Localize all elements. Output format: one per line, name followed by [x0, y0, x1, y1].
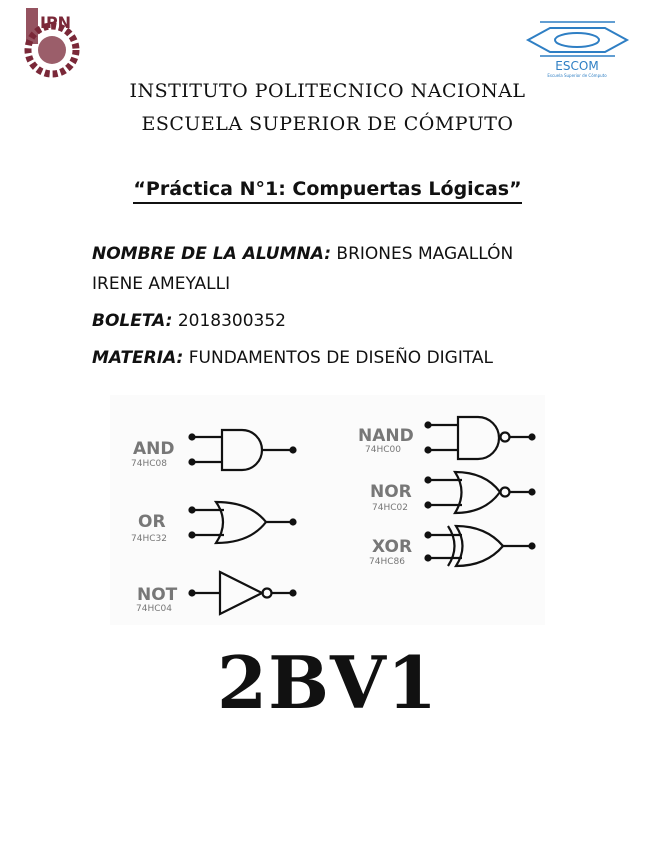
- subject-field: MATERIA: FUNDAMENTOS DE DISEÑO DIGITAL: [92, 348, 494, 368]
- gate-chip: 74HC00: [365, 445, 401, 455]
- gate-label: NOR: [370, 482, 412, 502]
- xor-gate-symbol: [424, 524, 536, 568]
- group-code: 2BV1: [217, 640, 438, 725]
- gate-chip: 74HC04: [136, 604, 172, 614]
- gate-label: AND: [133, 439, 175, 459]
- svg-text:IPN: IPN: [40, 13, 71, 32]
- student-name-field: NOMBRE DE LA ALUMNA: BRIONES MAGALLÓN: [92, 244, 514, 264]
- boleta-field: BOLETA: 2018300352: [92, 311, 286, 331]
- not-gate-symbol: [188, 570, 297, 616]
- gate-label: NOT: [137, 585, 178, 605]
- document-title: “Práctica N°1: Compuertas Lógicas”: [0, 178, 655, 204]
- ipn-logo: IPN: [24, 8, 80, 78]
- gate-chip: 74HC02: [372, 503, 408, 513]
- gate-label: NAND: [358, 426, 414, 446]
- and-gate-symbol: [188, 428, 297, 472]
- gate-label: XOR: [372, 537, 412, 557]
- nand-gate-symbol: [424, 415, 536, 461]
- gate-chip: 74HC08: [131, 459, 167, 469]
- gate-label: OR: [138, 512, 166, 532]
- institution-name: INSTITUTO POLITECNICO NACIONAL: [129, 80, 526, 102]
- nor-gate-symbol: [424, 470, 536, 515]
- student-name-continued: IRENE AMEYALLI: [92, 274, 231, 294]
- gate-chip: 74HC32: [131, 534, 167, 544]
- svg-text:ESCOM: ESCOM: [555, 59, 598, 73]
- gate-chip: 74HC86: [369, 557, 405, 567]
- school-name: ESCUELA SUPERIOR DE CÓMPUTO: [141, 113, 514, 135]
- svg-text:Escuela Superior de Cómputo: Escuela Superior de Cómputo: [547, 73, 607, 78]
- or-gate-symbol: [188, 500, 297, 545]
- escom-logo: ESCOM Escuela Superior de Cómputo: [525, 21, 630, 78]
